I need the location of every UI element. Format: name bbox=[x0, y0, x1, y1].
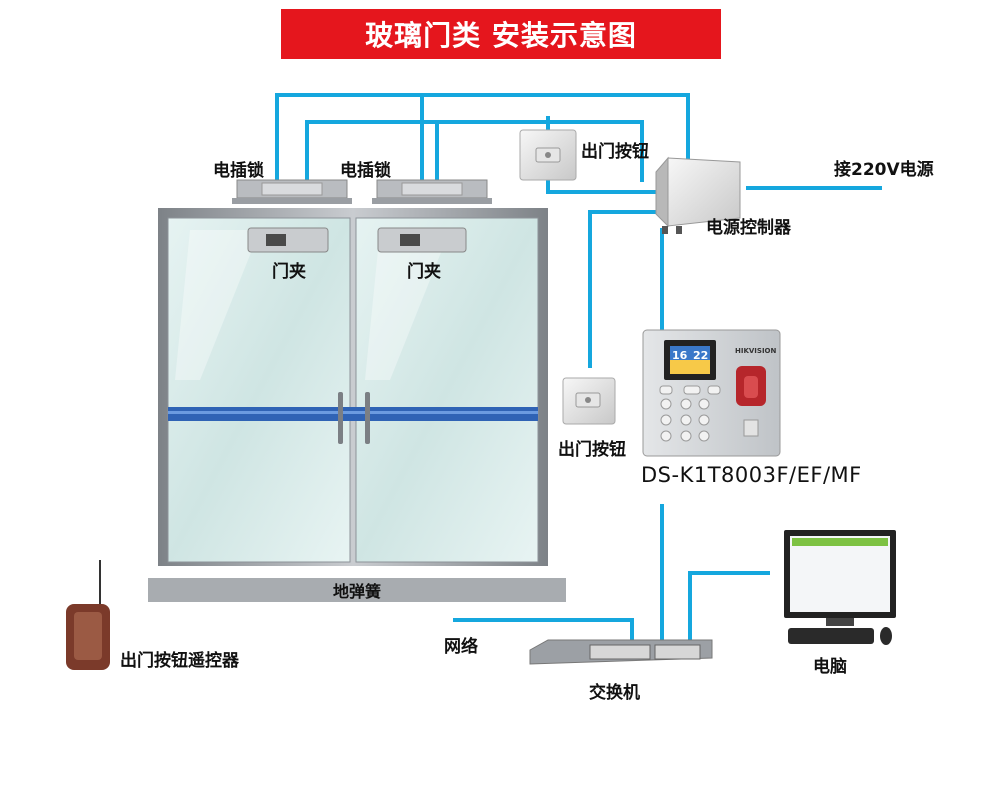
door-clamp-left bbox=[247, 227, 329, 253]
device-brand-logo: HIKVISION bbox=[735, 347, 777, 355]
device-clock-hour: 16 bbox=[672, 349, 688, 362]
label-exit-button-mid: 出门按钮 bbox=[558, 440, 626, 460]
label-device-model: DS-K1T8003F/EF/MF bbox=[641, 463, 862, 487]
label-switch: 交换机 bbox=[589, 683, 640, 703]
access-terminal bbox=[642, 329, 781, 457]
label-exit-button-top: 出门按钮 bbox=[581, 142, 649, 162]
label-floor-spring: 地弹簧 bbox=[332, 582, 381, 601]
network-switch bbox=[529, 639, 713, 665]
wire-inner-loop bbox=[305, 120, 644, 182]
diagram-title: 玻璃门类 安装示意图 bbox=[281, 9, 721, 59]
exit-button-mid bbox=[562, 377, 616, 425]
wire-network bbox=[453, 618, 634, 642]
label-power-controller: 电源控制器 bbox=[706, 218, 791, 238]
label-power-220: 接220V电源 bbox=[834, 160, 934, 180]
wire-computer bbox=[688, 571, 770, 642]
wire-lines bbox=[275, 93, 882, 642]
computer bbox=[784, 530, 896, 645]
device-clock-minute: 22 bbox=[693, 349, 709, 362]
wire-top-loop bbox=[275, 93, 690, 162]
remote-control bbox=[66, 560, 110, 670]
electric-lock-right bbox=[372, 179, 492, 204]
door-clamp-right bbox=[377, 227, 467, 253]
floor-spring-bar bbox=[148, 578, 566, 602]
label-network: 网络 bbox=[444, 637, 478, 657]
label-lock-left: 电插锁 bbox=[213, 161, 264, 181]
exit-button-top bbox=[519, 129, 577, 181]
label-lock-right: 电插锁 bbox=[340, 161, 391, 181]
electric-lock-left bbox=[232, 179, 352, 204]
power-controller bbox=[655, 156, 741, 234]
label-remote: 出门按钮遥控器 bbox=[120, 651, 239, 671]
label-clamp-right: 门夹 bbox=[407, 262, 441, 282]
label-computer: 电脑 bbox=[813, 657, 847, 677]
glass-door bbox=[158, 208, 548, 566]
label-clamp-left: 门夹 bbox=[272, 262, 306, 282]
